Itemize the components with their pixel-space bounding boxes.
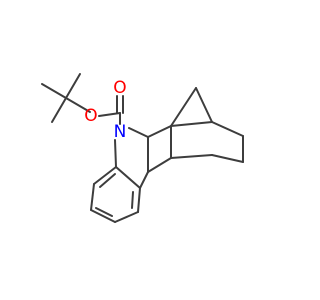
bond [211, 154, 244, 163]
bond [128, 127, 149, 138]
bond [195, 87, 213, 123]
structure-drawing: O O N [41, 73, 244, 223]
bond [147, 157, 172, 173]
bond [114, 211, 139, 223]
bond [139, 171, 149, 189]
bond [90, 183, 95, 211]
bond [211, 121, 244, 137]
bond [137, 187, 141, 213]
bond [147, 125, 172, 138]
molecule-diagram: O O N [41, 73, 244, 223]
bond [93, 166, 117, 185]
bond [65, 73, 81, 99]
oxygen-atom-label: O [113, 78, 126, 98]
bond [170, 121, 213, 127]
bond [41, 83, 67, 99]
aromatic-bond [131, 191, 134, 209]
bond [114, 139, 117, 168]
nitrogen-atom-label: N [114, 122, 127, 142]
bond [170, 87, 197, 127]
aromatic-bond [99, 173, 116, 188]
oxygen-atom-label: O [84, 106, 97, 126]
bond [65, 97, 91, 113]
bond [170, 154, 213, 159]
aromatic-bond [95, 207, 113, 217]
bond [115, 166, 141, 189]
bond [51, 97, 67, 123]
bond [90, 209, 116, 223]
